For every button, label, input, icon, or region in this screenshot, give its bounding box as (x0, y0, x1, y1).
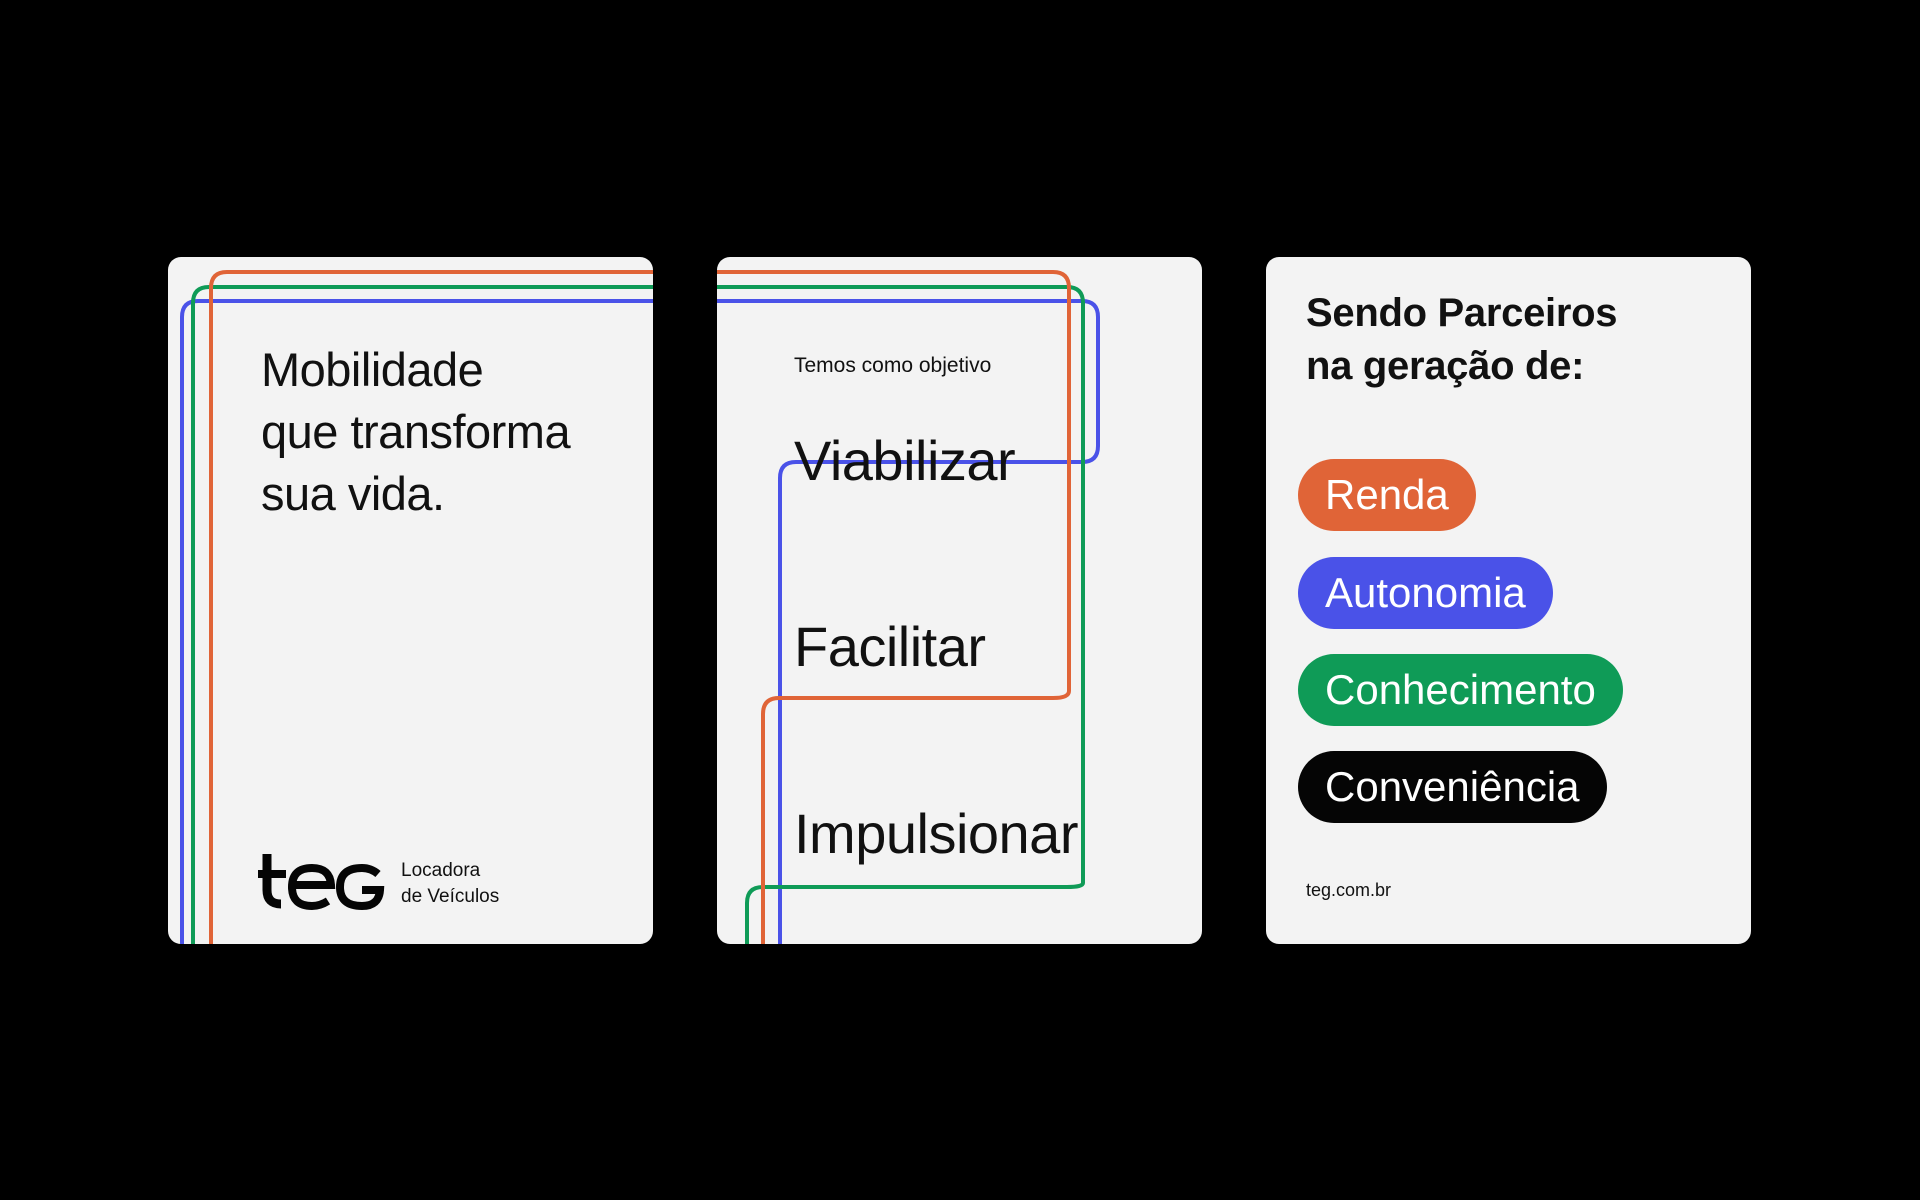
teg-logo: Locadora de Veículos (258, 854, 528, 914)
logo-caption: Locadora de Veículos (401, 858, 499, 910)
card-mobilidade: Mobilidade que transforma sua vida. Loca… (168, 257, 653, 944)
objective-intro: Temos como objetivo (794, 354, 992, 377)
orange-route-line (717, 270, 1071, 944)
pill-conhecimento: Conhecimento (1298, 654, 1623, 726)
headline: Mobilidade que transforma sua vida. (261, 339, 571, 525)
verb-impulsionar: Impulsionar (794, 802, 1078, 865)
pill-renda: Renda (1298, 459, 1476, 531)
decorative-route-lines (180, 270, 653, 944)
card-parceiros: Sendo Parceiros na geração de: Renda Aut… (1266, 257, 1751, 944)
logo-caption-line-2: de Veículos (401, 886, 500, 907)
orange-route-line (209, 270, 653, 944)
headline-line-1: Mobilidade (261, 343, 484, 396)
card-objetivos: Temos como objetivo Viabilizar Facilitar… (717, 257, 1202, 944)
partners-title-line-1: Sendo Parceiros (1306, 291, 1618, 335)
blue-route-line (717, 299, 1100, 944)
logo-caption-line-1: Locadora (401, 860, 481, 881)
blue-route-line (180, 299, 653, 944)
pill-autonomia: Autonomia (1298, 557, 1553, 629)
teg-logo-mark (258, 854, 385, 911)
headline-line-3: sua vida. (261, 467, 445, 520)
partners-title: Sendo Parceiros na geração de: (1306, 287, 1617, 393)
partners-title-line-2: na geração de: (1306, 344, 1585, 388)
verb-viabilizar: Viabilizar (794, 429, 1016, 492)
green-route-line (191, 285, 653, 944)
green-route-line (717, 285, 1085, 944)
headline-line-2: que transforma (261, 405, 571, 458)
website-url: teg.com.br (1306, 880, 1392, 900)
verb-facilitar: Facilitar (794, 615, 986, 678)
decorative-route-lines (717, 270, 1100, 944)
pill-conveniencia: Conveniência (1298, 751, 1607, 823)
